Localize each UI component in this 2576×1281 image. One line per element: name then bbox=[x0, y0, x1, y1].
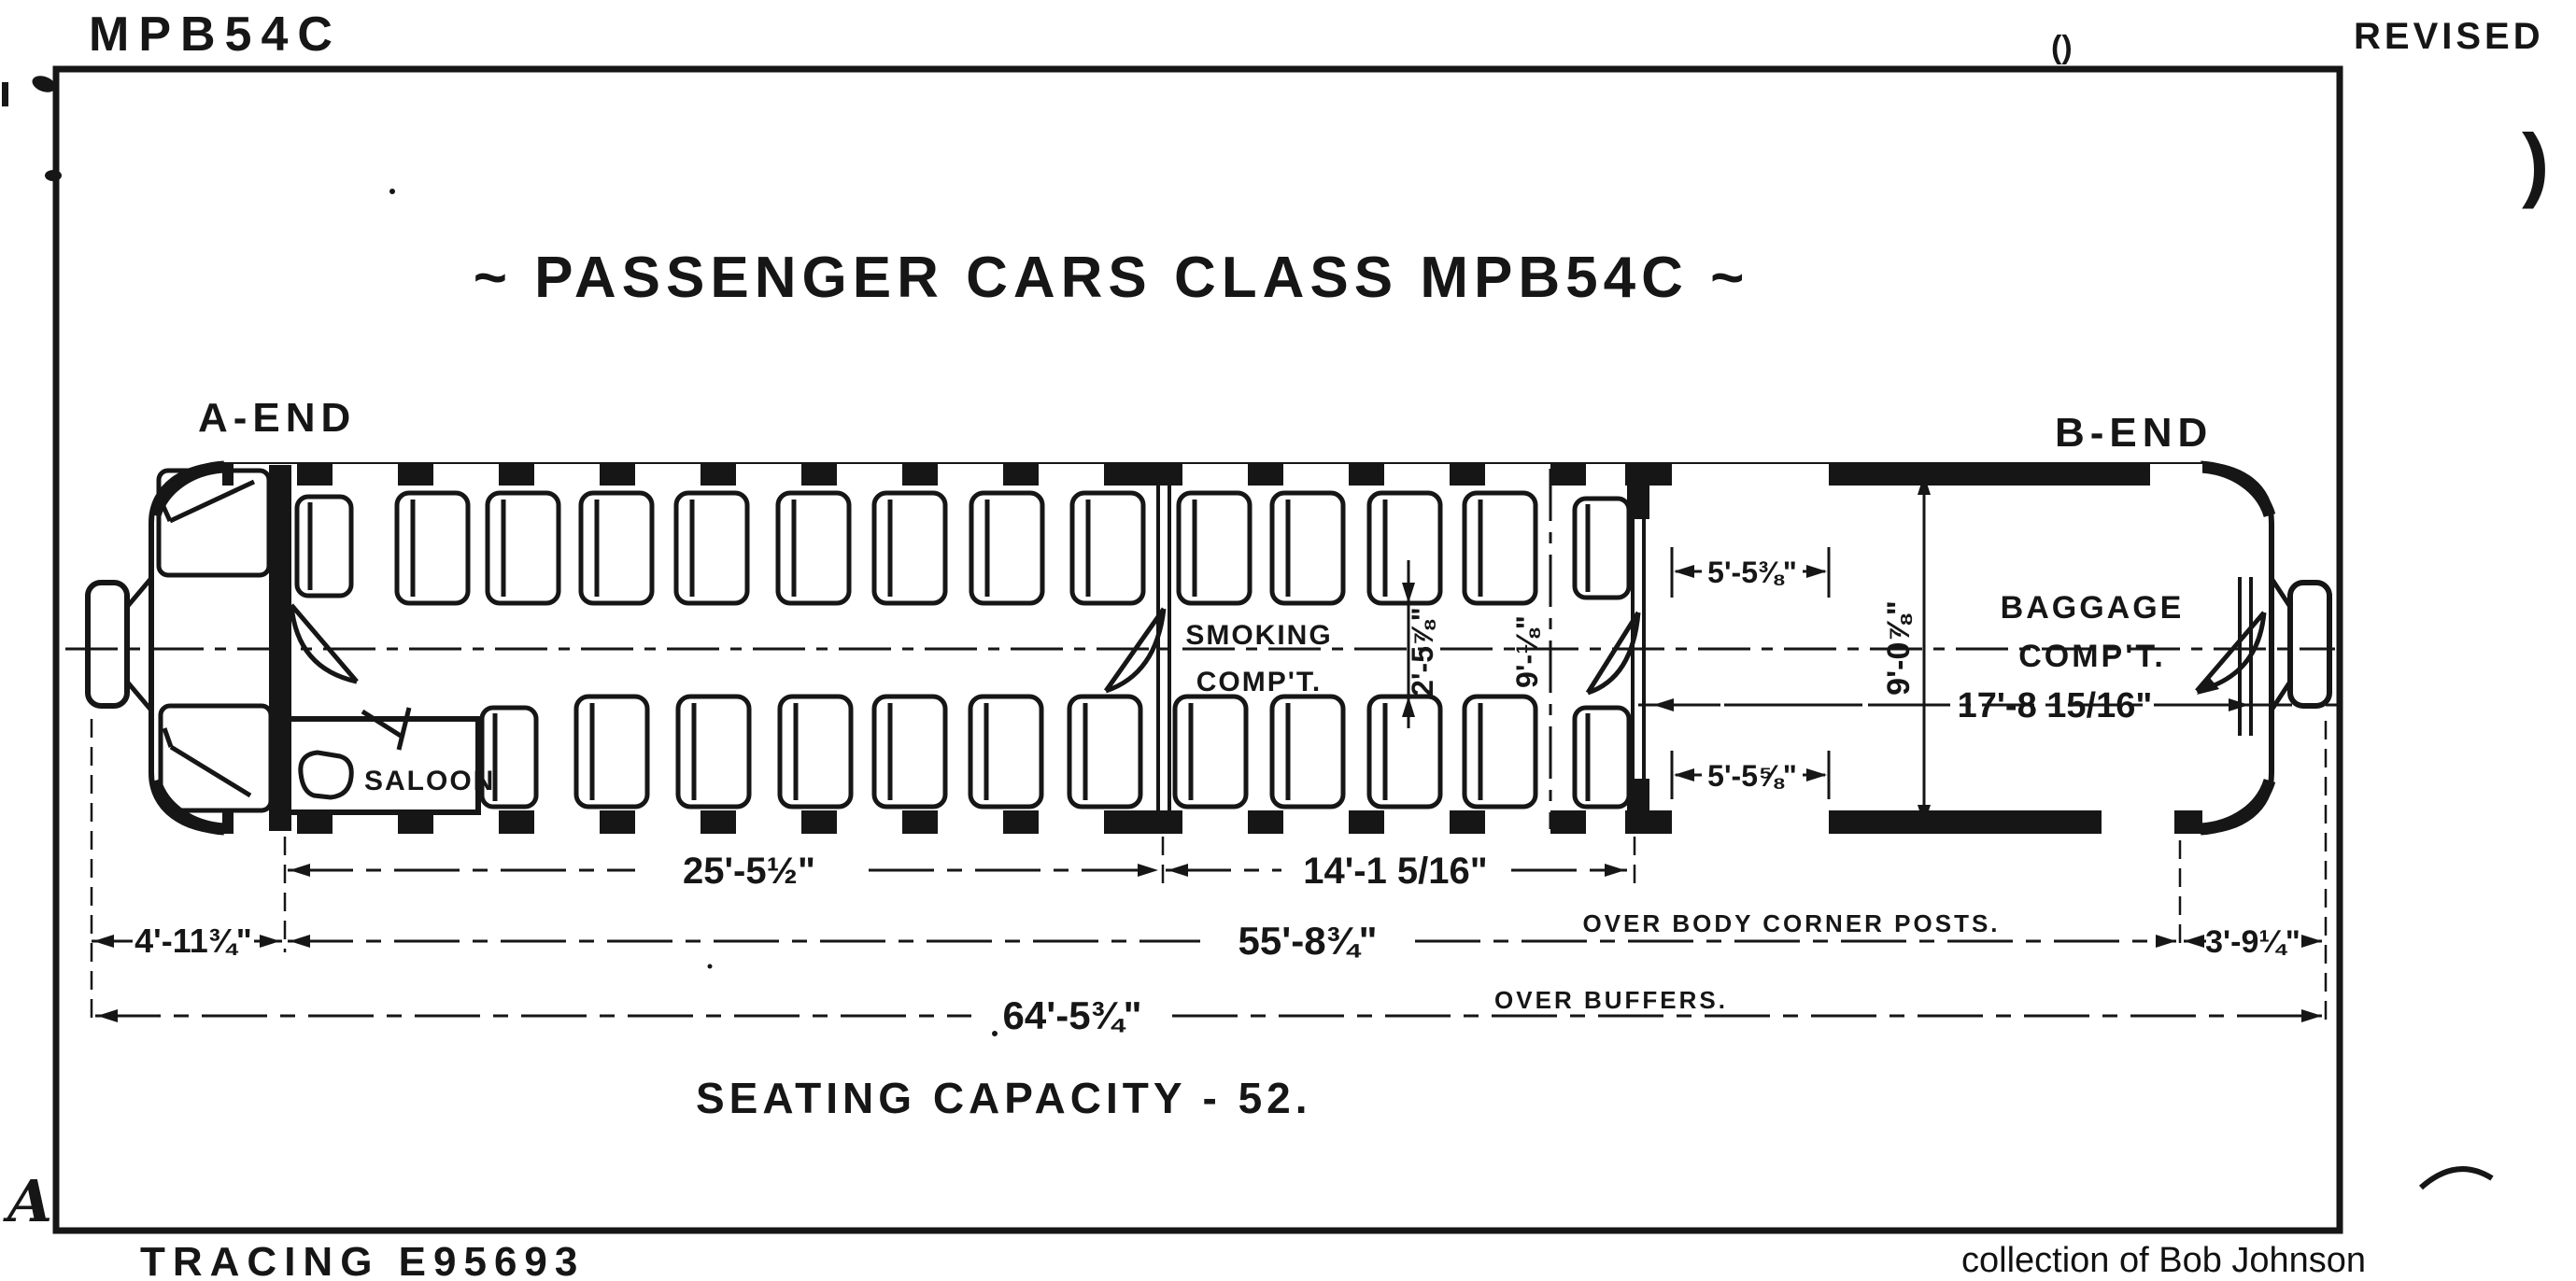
baggage-side-door-bottom bbox=[1672, 809, 1829, 834]
seat bbox=[971, 493, 1042, 603]
stray-mark-curve bbox=[2419, 1166, 2494, 1190]
dim-note: OVER BODY CORNER POSTS. bbox=[1582, 909, 2000, 937]
seat bbox=[676, 493, 747, 603]
dim-text: 9'-0⅞" bbox=[1881, 600, 1917, 696]
dim-platform-a: 4'-11¾" bbox=[92, 922, 282, 960]
dim-text: 3'-9¼" bbox=[2205, 924, 2300, 960]
drawing-title: ~ PASSENGER CARS CLASS MPB54C ~ bbox=[474, 246, 1750, 310]
seat bbox=[1272, 493, 1343, 603]
dim-text: 4'-11¾" bbox=[134, 922, 252, 960]
seat bbox=[1465, 493, 1536, 603]
dim-width-smoking: 9'-⅛" bbox=[1510, 615, 1544, 688]
baggage-label-2: COMP'T. bbox=[2018, 639, 2166, 674]
dim-note: OVER BUFFERS. bbox=[1494, 986, 1728, 1014]
dim-saloon-section: 25'-5½" bbox=[288, 851, 1160, 892]
seat bbox=[874, 697, 945, 807]
seat bbox=[874, 493, 945, 603]
dim-text: 2'-5⅞" bbox=[1406, 607, 1439, 697]
dim-text: 17'-8 15/16" bbox=[1958, 686, 2153, 725]
stray-mark-parens: () bbox=[2051, 30, 2073, 65]
dim-aisle-smoking: 2'-5⅞" bbox=[1402, 560, 1439, 728]
collection-credit: collection of Bob Johnson bbox=[1961, 1241, 2366, 1280]
seat bbox=[970, 697, 1041, 807]
buffer-b-end bbox=[2268, 575, 2332, 713]
dim-door-top: 5'-5⅜" bbox=[1670, 547, 1831, 598]
dim-over-body: 55'-8¾" OVER BODY CORNER POSTS. bbox=[288, 909, 2176, 963]
dim-door-bottom: 5'-5⅝" bbox=[1670, 751, 1831, 799]
dim-text: 5'-5⅝" bbox=[1707, 759, 1797, 793]
end-door-panel bbox=[156, 468, 272, 578]
side-walls bbox=[222, 464, 2202, 834]
seat bbox=[488, 493, 559, 603]
seating-capacity: SEATING CAPACITY - 52. bbox=[696, 1074, 1312, 1122]
a-end-label: A-END bbox=[198, 395, 356, 441]
seat bbox=[678, 697, 749, 807]
scan-artifacts: () ) bbox=[2, 30, 2549, 1190]
smoking-label-2: COMP'T. bbox=[1196, 667, 1322, 697]
seat bbox=[1272, 697, 1343, 807]
seat bbox=[1575, 708, 1629, 807]
baggage-side-door-top bbox=[1672, 464, 1829, 488]
seat bbox=[397, 493, 468, 603]
tracing-number: TRACING E95693 bbox=[140, 1239, 585, 1281]
header: MPB54C REVISED ~ PASSENGER CARS CLASS MP… bbox=[89, 7, 2544, 456]
seat bbox=[576, 697, 647, 807]
buffer-a-end bbox=[85, 575, 154, 713]
dim-text: 25'-5½" bbox=[683, 851, 815, 892]
ink-blot bbox=[45, 170, 62, 181]
smoking-rear-door bbox=[1585, 611, 1641, 696]
dim-platform-b: 3'-9¼" bbox=[2184, 924, 2322, 960]
stray-mark-bracket: ) bbox=[2522, 117, 2549, 209]
windows-top bbox=[234, 464, 2202, 488]
seat bbox=[297, 497, 351, 596]
seat bbox=[1179, 493, 1250, 603]
dimensions: 5'-5⅜" 5'-5⅝" 9'-0⅞" 9'-⅛" 2 bbox=[90, 474, 2328, 1037]
seat bbox=[780, 697, 851, 807]
saloon-door-mark bbox=[361, 709, 405, 740]
seat bbox=[1069, 697, 1140, 807]
seat bbox=[778, 493, 849, 603]
seat bbox=[581, 493, 652, 603]
ink-blot bbox=[32, 76, 56, 92]
dim-smoking-section: 14'-1 5/16" bbox=[1166, 851, 1627, 892]
windows-bottom bbox=[234, 809, 2174, 834]
footer: SEATING CAPACITY - 52. TRACING E95693 co… bbox=[3, 1074, 2366, 1281]
dim-text: 5'-5⅜" bbox=[1707, 556, 1797, 589]
toilet-fixture bbox=[298, 750, 354, 800]
margin-letter: A bbox=[3, 1167, 52, 1235]
baggage-end-door bbox=[2195, 611, 2267, 694]
edge-mark bbox=[2, 82, 8, 106]
saloon-label: SALOON bbox=[364, 766, 495, 796]
a-end-vestibule bbox=[156, 468, 274, 813]
dim-over-buffers: 64'-5¾" OVER BUFFERS. bbox=[95, 986, 2322, 1037]
seat bbox=[1175, 697, 1246, 807]
end-door-panel bbox=[158, 703, 274, 813]
dim-text: 14'-1 5/16" bbox=[1303, 851, 1488, 892]
seat bbox=[1465, 697, 1536, 807]
drawing-code: MPB54C bbox=[89, 7, 342, 62]
saloon-room: SALOON bbox=[277, 707, 495, 815]
smoking-label-1: SMOKING bbox=[1185, 620, 1332, 651]
dim-baggage-section: 17'-8 15/16" bbox=[1653, 686, 2249, 725]
dim-text: 64'-5¾" bbox=[1003, 993, 1142, 1037]
seat bbox=[1072, 493, 1143, 603]
baggage-label-1: BAGGAGE bbox=[2001, 590, 2185, 626]
dim-text: 55'-8¾" bbox=[1238, 919, 1378, 963]
car-body: SALOON SMOKING COMP'T. BAGGAGE COMP'T. bbox=[85, 460, 2332, 836]
saloon-entry-door bbox=[289, 603, 359, 684]
revised-stamp: REVISED bbox=[2354, 16, 2544, 57]
border-frame bbox=[52, 65, 2343, 1234]
b-end-label: B-END bbox=[2055, 410, 2213, 456]
dim-width-baggage: 9'-0⅞" bbox=[1881, 474, 1931, 825]
dim-text: 9'-⅛" bbox=[1510, 615, 1544, 688]
seat bbox=[1575, 499, 1629, 598]
